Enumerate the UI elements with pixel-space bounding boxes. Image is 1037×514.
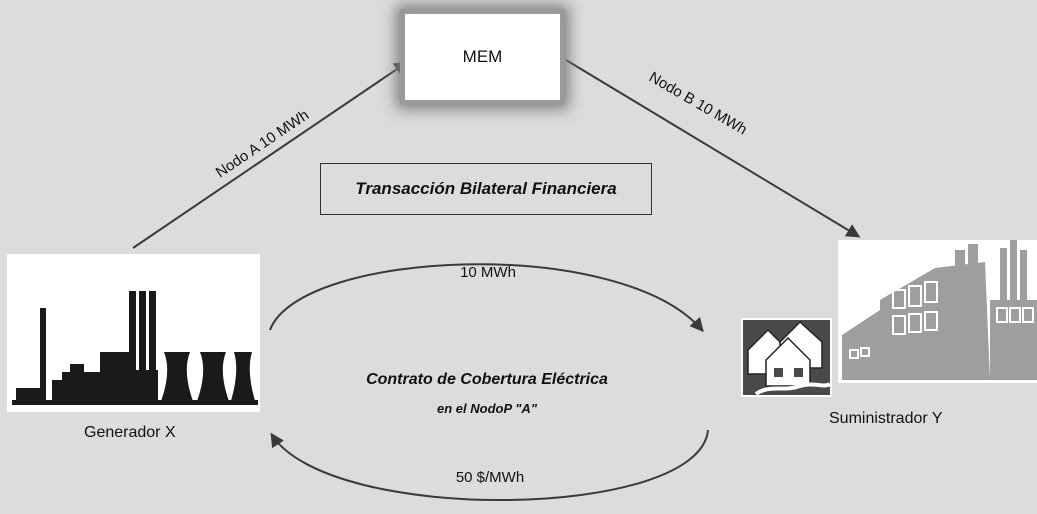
arrow-payment-to-generator — [270, 429, 709, 501]
mem-box: MEM — [405, 14, 560, 100]
arrow-energy-to-supplier — [269, 263, 704, 333]
supplier-label: Suministrador Y — [829, 410, 943, 427]
contract-title: Contrato de Cobertura Eléctrica — [366, 371, 608, 388]
transaction-title-box: Transacción Bilateral Financiera — [320, 163, 652, 215]
factory-icon — [838, 240, 1037, 383]
arrow-generator-to-mem — [132, 61, 409, 249]
contract-node: en el NodoP "A" — [437, 401, 538, 416]
mem-label: MEM — [462, 47, 503, 66]
price-label: 50 $/MWh — [456, 469, 524, 486]
generator-label: Generador X — [84, 424, 176, 441]
node-b-label: Nodo B 10 MWh — [646, 69, 750, 139]
node-a-label: Nodo A 10 MWh — [213, 107, 312, 182]
transaction-title: Transacción Bilateral Financiera — [355, 179, 617, 198]
energy-label: 10 MWh — [460, 264, 516, 281]
power-plant-icon — [7, 254, 260, 412]
arrow-mem-to-supplier — [565, 59, 861, 238]
houses-icon — [741, 318, 832, 397]
